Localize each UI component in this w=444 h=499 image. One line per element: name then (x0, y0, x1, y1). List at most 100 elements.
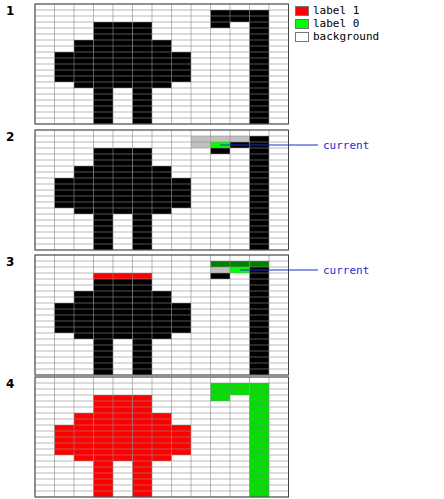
figure-pixel (113, 401, 133, 407)
figure-pixel (152, 172, 172, 178)
figure-pixel (74, 46, 94, 52)
figure-pixel (55, 202, 75, 208)
figure-pixel (172, 425, 192, 431)
shape-pixel (250, 52, 270, 58)
figure-pixel (74, 166, 94, 172)
figure-pixel (94, 413, 114, 419)
figure-pixel (94, 369, 114, 375)
figure-pixel (133, 449, 153, 455)
figure-pixel (133, 28, 153, 34)
figure-pixel (94, 455, 114, 461)
figure-pixel (113, 425, 133, 431)
figure-pixel (113, 82, 133, 88)
figure-pixel (74, 40, 94, 46)
figure-pixel (74, 309, 94, 315)
figure-pixel (113, 443, 133, 449)
figure-pixel (172, 443, 192, 449)
shape-pixel (250, 425, 270, 431)
figure-pixel (94, 226, 114, 232)
figure-pixel (74, 455, 94, 461)
grid-line (35, 461, 289, 462)
shape-pixel (250, 285, 270, 291)
figure-pixel (172, 52, 192, 58)
figure-pixel (113, 309, 133, 315)
shape-pixel (250, 491, 270, 497)
figure-pixel (94, 118, 114, 124)
figure-pixel (94, 232, 114, 238)
scanned-neighbour (211, 136, 231, 142)
shape-pixel (250, 100, 270, 106)
figure-pixel (94, 449, 114, 455)
grid-line (35, 166, 289, 167)
figure-pixel (172, 178, 192, 184)
figure-pixel (55, 64, 75, 70)
figure-pixel (152, 327, 172, 333)
shape-pixel (250, 339, 270, 345)
figure-pixel (94, 327, 114, 333)
scanned-neighbour (191, 136, 211, 142)
figure-pixel (113, 22, 133, 28)
grid-line (35, 208, 289, 209)
figure-pixel (133, 208, 153, 214)
figure-pixel (74, 196, 94, 202)
figure-pixel (133, 52, 153, 58)
labelled-pixel (94, 273, 114, 279)
figure-pixel (133, 369, 153, 375)
figure-pixel (55, 184, 75, 190)
figure-pixel (133, 64, 153, 70)
figure-pixel (74, 327, 94, 333)
figure-pixel (152, 413, 172, 419)
figure-pixel (55, 58, 75, 64)
figure-pixel (94, 297, 114, 303)
figure-pixel (133, 46, 153, 52)
figure-pixel (113, 52, 133, 58)
grid-line (35, 226, 289, 227)
figure-pixel (133, 345, 153, 351)
shape-pixel (250, 172, 270, 178)
panel-number: 2 (6, 130, 14, 144)
grid-line (35, 339, 289, 340)
figure-pixel (55, 443, 75, 449)
figure-pixel (94, 315, 114, 321)
shape-pixel (250, 64, 270, 70)
figure-pixel (74, 64, 94, 70)
figure-pixel (152, 184, 172, 190)
grid-line (35, 196, 289, 197)
figure-pixel (74, 413, 94, 419)
figure-pixel (74, 321, 94, 327)
figure-pixel (133, 351, 153, 357)
figure-pixel (94, 202, 114, 208)
figure-pixel (152, 437, 172, 443)
figure-pixel (74, 82, 94, 88)
figure-pixel (133, 178, 153, 184)
figure-pixel (172, 449, 192, 455)
figure-pixel (74, 431, 94, 437)
figure-pixel (55, 76, 75, 82)
figure-pixel (152, 196, 172, 202)
figure-pixel (94, 303, 114, 309)
figure-pixel (133, 291, 153, 297)
figure-pixel (113, 285, 133, 291)
legend-text: label 1 (313, 4, 359, 17)
grid-line (35, 232, 289, 233)
figure-pixel (152, 327, 172, 333)
figure-pixel (152, 208, 172, 214)
shape-pixel (250, 357, 270, 363)
figure-pixel (55, 70, 75, 76)
figure-pixel (172, 76, 192, 82)
shape-pixel (211, 273, 231, 279)
panel-frame (35, 377, 289, 497)
figure-pixel (74, 443, 94, 449)
labelled-pixel (230, 261, 250, 267)
shape-pixel (250, 479, 270, 485)
shape-pixel (250, 10, 270, 16)
figure-pixel (152, 303, 172, 309)
figure-pixel (133, 455, 153, 461)
shape-pixel (250, 315, 270, 321)
grid-line (35, 273, 289, 274)
figure-pixel (133, 491, 153, 497)
figure-pixel (113, 419, 133, 425)
figure-pixel (74, 58, 94, 64)
figure-pixel (133, 437, 153, 443)
figure-pixel (74, 449, 94, 455)
